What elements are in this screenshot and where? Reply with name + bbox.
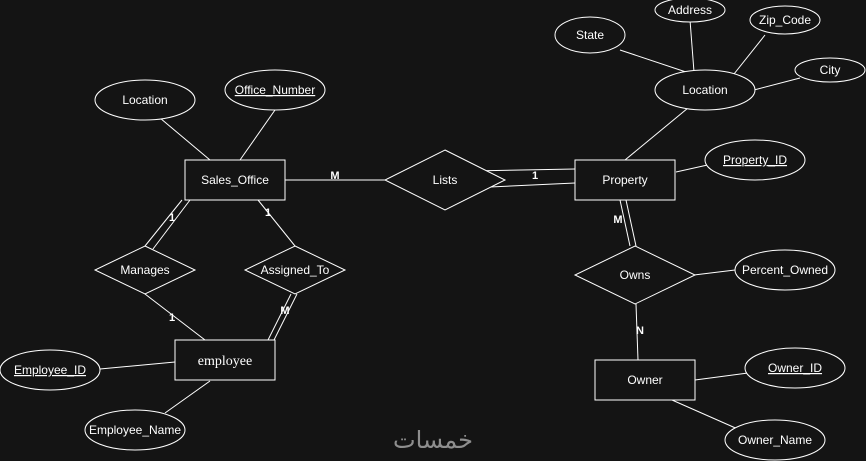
edge-employee-name [164, 380, 211, 414]
edge-office-number [239, 109, 276, 161]
edge-property-id [675, 163, 713, 173]
attribute-owner-name[interactable]: Owner_Name [724, 419, 826, 461]
cardinality-owns-property: M [613, 214, 622, 226]
cardinality-owns-owner: N [636, 325, 644, 337]
attribute-employee-id[interactable]: Employee_ID [0, 349, 101, 391]
attribute-employee-name[interactable]: Employee_Name [84, 409, 186, 451]
attribute-label: State [576, 28, 604, 42]
attribute-owner-id[interactable]: Owner_ID [744, 347, 846, 389]
attribute-label: Location [122, 93, 167, 107]
cardinality-lists-office: M [330, 170, 339, 182]
relationship-label: Owns [620, 268, 651, 282]
edge-owns-percent [693, 269, 736, 276]
attribute-label-key: Property_ID [723, 153, 787, 167]
attribute-zip-code[interactable]: Zip_Code [749, 5, 821, 35]
relationship-label: Lists [433, 173, 458, 187]
edge-owns-owner [635, 303, 639, 361]
edge-location-address [689, 19, 695, 73]
relationship-label: Assigned_To [261, 263, 330, 277]
entity-label: Owner [627, 373, 662, 387]
attribute-label: City [820, 63, 841, 77]
attribute-property-id[interactable]: Property_ID [704, 139, 806, 181]
edge-location-city [753, 77, 801, 91]
edge-property-owns-2 [625, 199, 637, 247]
edge-owner-name [671, 399, 741, 431]
edge-location-zip [733, 34, 766, 75]
attribute-label-key: Employee_ID [14, 363, 86, 377]
relationship-manages[interactable]: Manages [93, 245, 197, 295]
edge-location-state [619, 49, 693, 75]
edge-location-property [624, 107, 689, 161]
edge-office-manages-1 [144, 199, 183, 247]
attribute-label: Zip_Code [759, 13, 811, 27]
attribute-location-property[interactable]: Location [654, 69, 756, 111]
entity-label: Sales_Office [201, 173, 269, 187]
entity-owner[interactable]: Owner [594, 359, 696, 401]
edge-property-owns-1 [619, 199, 631, 247]
attribute-location-office[interactable]: Location [94, 79, 196, 121]
cardinality-assigned-employee: M [280, 305, 289, 317]
attribute-city[interactable]: City [794, 57, 866, 83]
relationship-owns[interactable]: Owns [573, 245, 697, 305]
cardinality-lists-property: 1 [532, 170, 538, 182]
edge-owner-id [694, 372, 749, 381]
relationship-label: Manages [120, 263, 169, 277]
attribute-label-key: Owner_ID [768, 361, 822, 375]
edge-employee-id [99, 361, 176, 370]
edge-lists-property-1 [469, 168, 576, 172]
edge-lists-property-2 [489, 182, 576, 188]
entity-label: Property [602, 173, 647, 187]
attribute-label: Address [668, 3, 712, 17]
edge-assigned-employee-2 [273, 293, 298, 341]
cardinality-manages-employee: 1 [169, 312, 175, 324]
attribute-state[interactable]: State [554, 16, 626, 54]
diagram-edges [99, 19, 801, 431]
edge-office-assigned [257, 199, 296, 247]
watermark-logo: خمسات [393, 426, 473, 454]
cardinality-assigned-office: 1 [265, 207, 271, 219]
edge-manages-employee [144, 293, 206, 341]
cardinality-manages-office: 1 [169, 212, 175, 224]
attribute-label: Employee_Name [89, 423, 181, 437]
edge-office-manages-2 [152, 199, 191, 250]
attribute-label: Percent_Owned [742, 263, 828, 277]
entity-sales-office[interactable]: Sales_Office [184, 159, 286, 201]
entity-property[interactable]: Property [574, 159, 676, 201]
entity-employee[interactable]: employee [174, 339, 276, 381]
relationship-assigned-to[interactable]: Assigned_To [243, 245, 347, 295]
entity-label: employee [198, 354, 252, 369]
attribute-label: Owner_Name [738, 433, 812, 447]
attribute-percent-owned[interactable]: Percent_Owned [734, 249, 836, 291]
cardinality-labels: M 1 1 1 1 M M N [169, 170, 644, 337]
attribute-office-number[interactable]: Office_Number [224, 69, 326, 111]
edge-office-location [159, 117, 211, 161]
edge-assigned-employee-1 [267, 293, 292, 341]
attribute-address[interactable]: Address [654, 0, 726, 23]
relationship-lists[interactable]: Lists [383, 149, 507, 211]
attribute-label: Location [682, 83, 727, 97]
attribute-label-key: Office_Number [235, 83, 315, 97]
